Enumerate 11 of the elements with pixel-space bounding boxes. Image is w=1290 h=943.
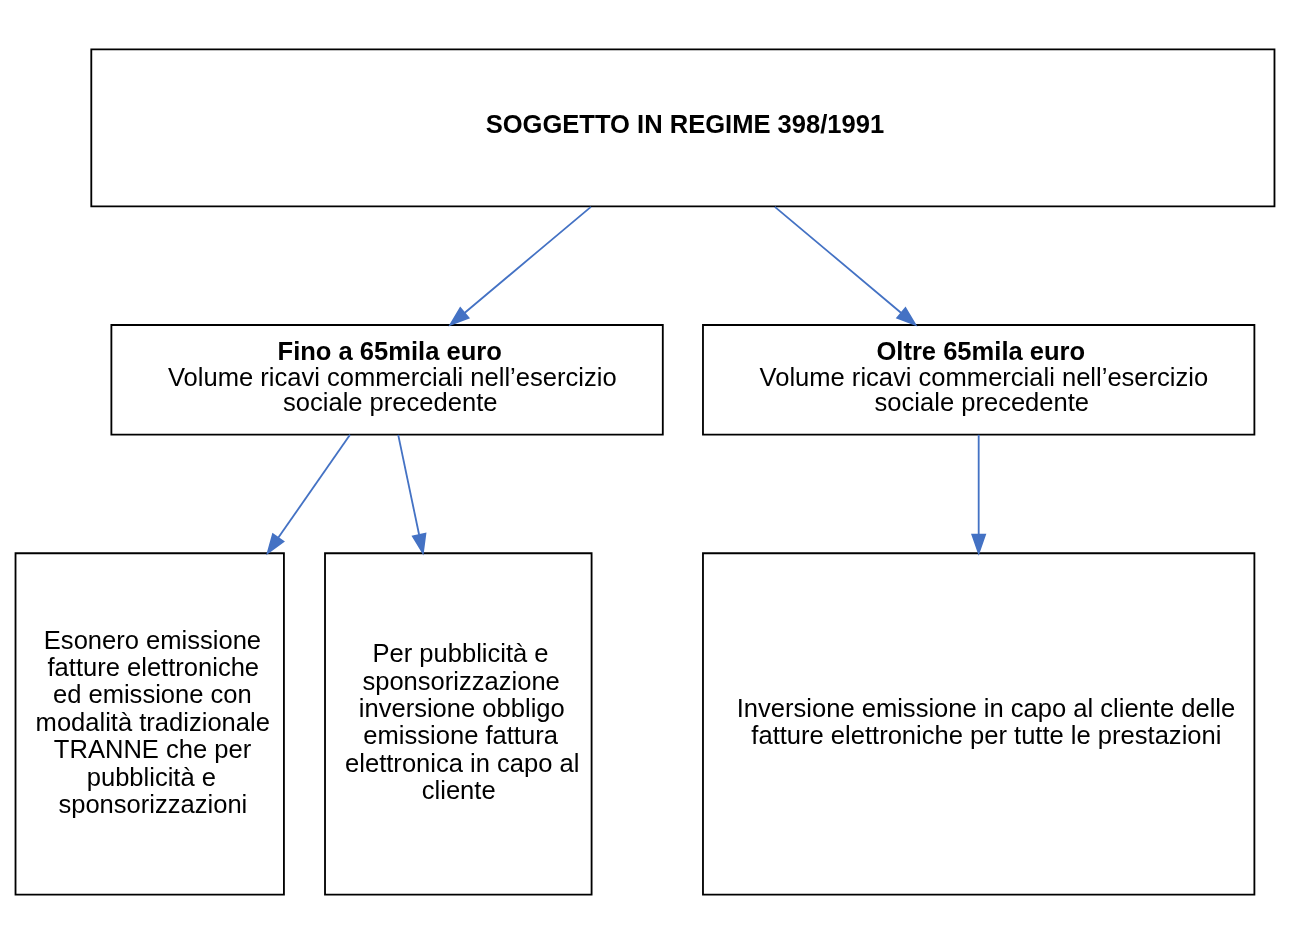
- node-box: Inversione emissione in capo al cliente delle fatture elettroniche per tutte le prestazioni: [702, 551, 1256, 896]
- node-box: Per pubblicità e sponsorizzazione inversione obbligo emissione fattura elettronica in capo al cliente: [324, 551, 593, 896]
- node-box: Esonero emissione fatture elettroniche ed emissione con modalità tradizionale TRANNE che per pubblicità e sponsorizzazioni: [14, 551, 285, 896]
- node-box: Oltre 65mila euro Volume ricavi commerciali nell’esercizio sociale precedente: [702, 323, 1256, 435]
- arrow: [397, 433, 427, 556]
- arrow: [971, 433, 987, 556]
- arrow: [773, 205, 918, 327]
- arrow: [266, 433, 351, 555]
- arrow: [448, 205, 592, 327]
- node-box: Fino a 65mila euro Volume ricavi commerciali nell’esercizio sociale precedente: [110, 323, 664, 435]
- node-box: SOGGETTO IN REGIME 398/1991: [90, 47, 1276, 207]
